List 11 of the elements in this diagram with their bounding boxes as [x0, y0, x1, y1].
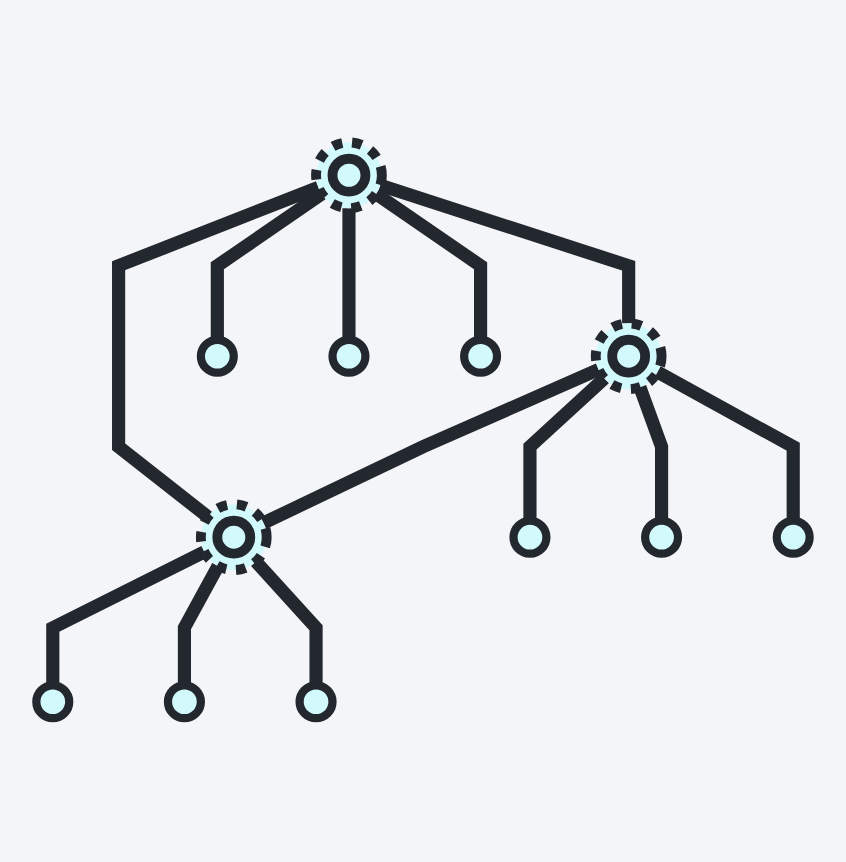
connector	[260, 364, 602, 530]
connector	[523, 374, 609, 522]
connector	[342, 208, 356, 341]
connector	[633, 385, 669, 522]
connector	[177, 563, 224, 686]
connector	[210, 189, 326, 341]
connector	[112, 181, 321, 523]
connector	[654, 367, 800, 522]
connector	[372, 189, 488, 341]
connector	[46, 546, 208, 686]
connector	[251, 557, 323, 686]
